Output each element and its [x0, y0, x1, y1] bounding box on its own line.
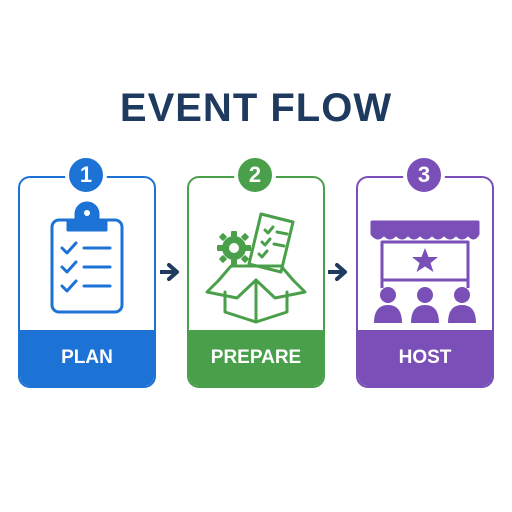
- step-card-host: HOST: [356, 176, 494, 388]
- arrow-right-icon: [328, 263, 347, 281]
- clipboard-checklist-icon: [50, 201, 124, 314]
- step-label: HOST: [358, 330, 492, 386]
- step-label: PREPARE: [189, 330, 323, 386]
- box-with-gear-and-checklist-icon: [205, 212, 307, 324]
- step-number: 1: [79, 162, 93, 187]
- step-number-badge: 2: [234, 154, 276, 196]
- step-number: 2: [248, 162, 262, 187]
- step-label: PLAN: [20, 330, 154, 386]
- step-card-plan: PLAN: [18, 176, 156, 388]
- arrow-right-icon: [160, 263, 179, 281]
- step-card-prepare: PREPARE: [187, 176, 325, 388]
- step-number: 3: [417, 162, 431, 187]
- step-number-badge: 3: [403, 154, 445, 196]
- step-number-badge: 1: [65, 154, 107, 196]
- page-title: EVENT FLOW: [119, 86, 393, 130]
- stage-with-audience-icon: [370, 220, 480, 323]
